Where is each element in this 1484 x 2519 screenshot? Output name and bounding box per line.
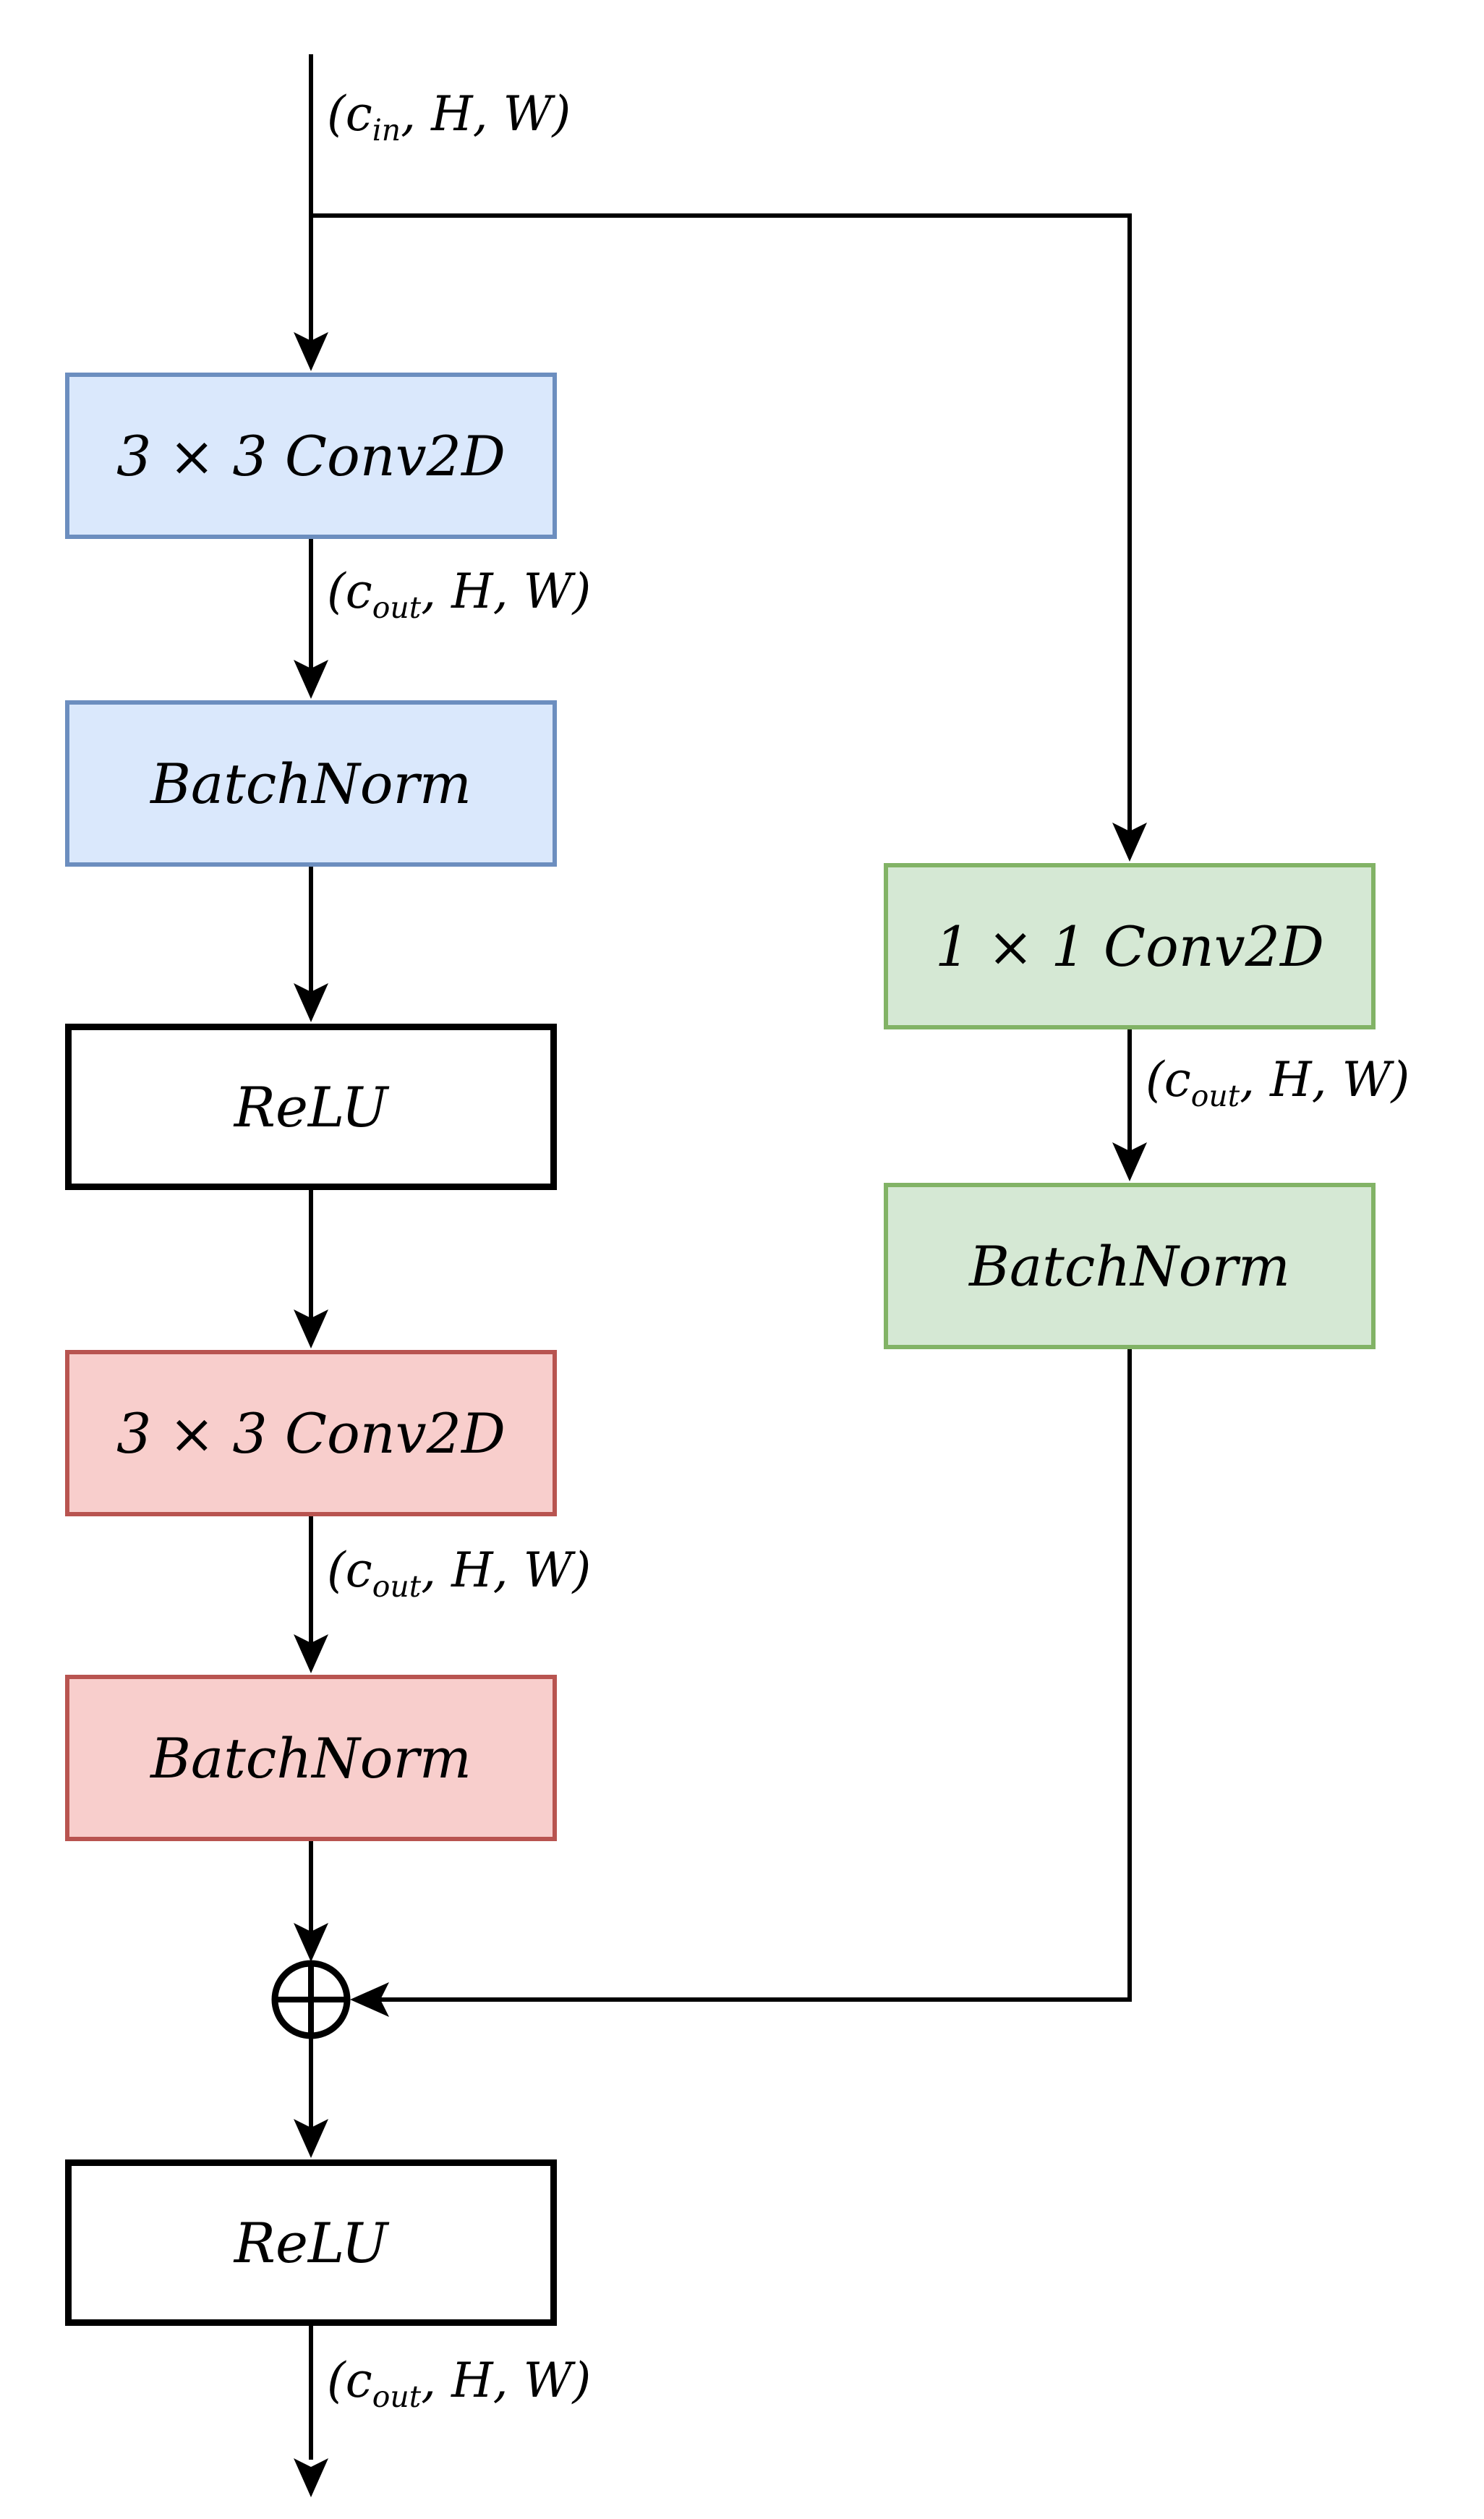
node-conv1: 3 × 3 Conv2D	[65, 373, 557, 539]
edge-label-shortcut-out-shape: (cout, H, W)	[1146, 1052, 1410, 1114]
arrowhead-bn2-sum	[294, 1923, 328, 1962]
node-shortcut-conv-label: 1 × 1 Conv2D	[935, 914, 1324, 979]
arrowhead-input-conv1	[294, 332, 328, 371]
node-relu1: ReLU	[65, 1024, 557, 1190]
node-shortcut-bn-label: BatchNorm	[969, 1233, 1290, 1299]
node-conv2-label: 3 × 3 Conv2D	[116, 1401, 506, 1466]
arrowhead-shortcutconv-bn	[1112, 1142, 1147, 1181]
arrowhead-relu1-conv2	[294, 1309, 328, 1348]
node-bn1-label: BatchNorm	[150, 751, 472, 816]
edge-label-input-shape: (cin, H, W)	[327, 86, 571, 148]
node-relu-out-label: ReLU	[234, 2210, 388, 2275]
arrowhead-conv2-bn2	[294, 1634, 328, 1673]
node-bn2: BatchNorm	[65, 1675, 557, 1841]
edge-label-conv2-out-shape: (cout, H, W)	[327, 1542, 592, 1605]
node-conv2: 3 × 3 Conv2D	[65, 1350, 557, 1516]
edge-label-output-shape: (cout, H, W)	[327, 2353, 592, 2415]
node-bn2-label: BatchNorm	[150, 1725, 472, 1791]
edge-shortcutbn-to-sum	[356, 1349, 1132, 2002]
arrowhead-skip-conv	[1112, 823, 1147, 862]
node-relu1-label: ReLU	[234, 1074, 388, 1139]
sum-junction-icon	[271, 1960, 351, 2039]
edge-skip-branch	[311, 213, 1132, 856]
edge-label-conv1-out-shape: (cout, H, W)	[327, 564, 592, 626]
arrowhead-conv1-bn1	[294, 660, 328, 699]
node-shortcut-conv: 1 × 1 Conv2D	[884, 863, 1376, 1029]
arrowhead-shortcut-sum	[350, 1982, 389, 2017]
arrowhead-bn1-relu1	[294, 983, 328, 1022]
arrowhead-output	[294, 2458, 328, 2497]
node-bn1: BatchNorm	[65, 700, 557, 867]
arrowhead-sum-reluout	[294, 2119, 328, 2158]
node-shortcut-bn: BatchNorm	[884, 1183, 1376, 1349]
node-relu-out: ReLU	[65, 2159, 557, 2326]
node-conv1-label: 3 × 3 Conv2D	[116, 423, 506, 488]
